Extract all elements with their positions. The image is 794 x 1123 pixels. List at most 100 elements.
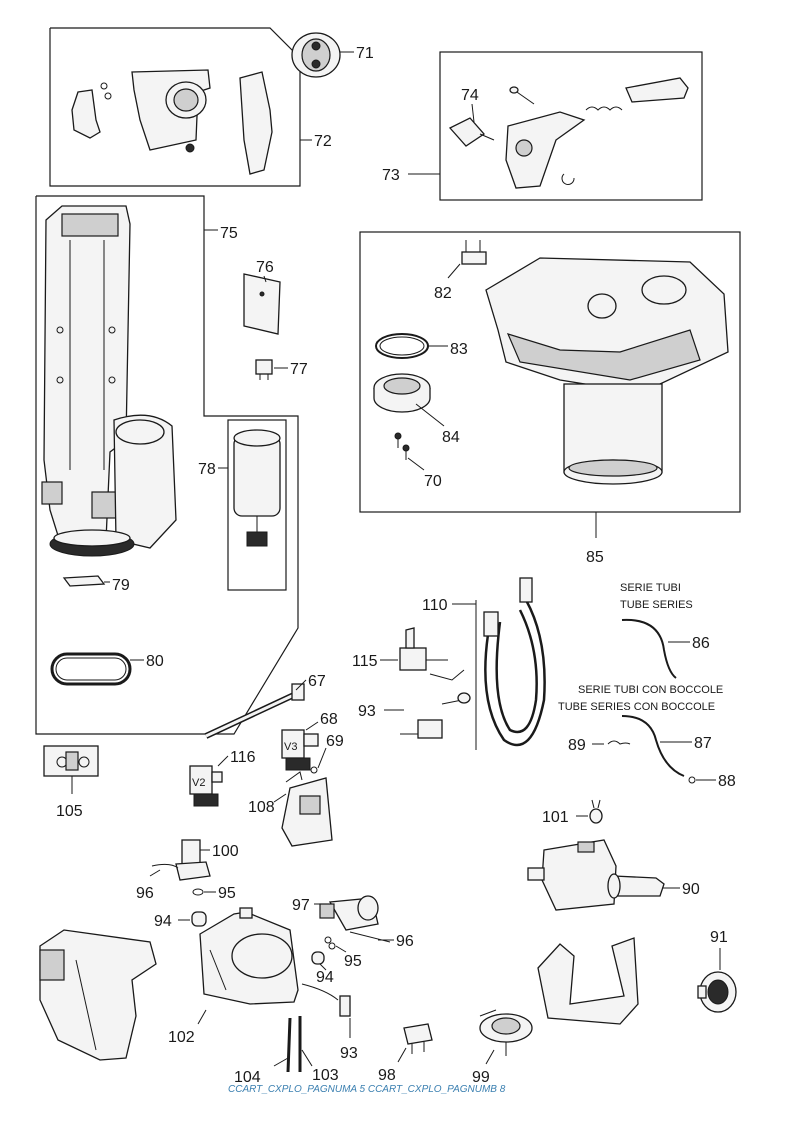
label-86: 86 xyxy=(692,635,710,652)
label-83: 83 xyxy=(450,341,468,358)
group-75-frame xyxy=(35,195,299,735)
hose-group-110 xyxy=(475,577,546,750)
valve-mark-v3: V3 xyxy=(284,741,297,753)
label-91: 91 xyxy=(710,929,728,946)
label-88: 88 xyxy=(718,773,736,790)
gasket-79 xyxy=(62,575,106,587)
side-bracket xyxy=(39,929,157,1061)
label-95a: 95 xyxy=(218,885,236,902)
label-87: 87 xyxy=(694,735,712,752)
tray-support xyxy=(537,937,639,1025)
flowmeter-99 xyxy=(479,1009,533,1056)
label-96a: 96 xyxy=(136,885,154,902)
label-95b: 95 xyxy=(344,953,362,970)
label-90: 90 xyxy=(682,881,700,898)
tube-87 xyxy=(621,715,685,777)
belt-80 xyxy=(50,652,132,686)
label-110: 110 xyxy=(422,597,448,614)
valve-68: V3 xyxy=(281,729,319,771)
bracket-105 xyxy=(43,745,99,777)
label-116: 116 xyxy=(230,749,256,766)
seals-95b xyxy=(324,936,336,950)
sensor-93b xyxy=(301,983,351,1017)
bracket-assembly-72 xyxy=(71,69,273,175)
label-105: 105 xyxy=(56,803,83,820)
label-73: 73 xyxy=(382,167,400,184)
label-79: 79 xyxy=(112,577,130,594)
label-70: 70 xyxy=(424,473,442,490)
label-84: 84 xyxy=(442,429,460,446)
clip-82 xyxy=(461,240,487,265)
knob-91 xyxy=(697,971,737,1013)
plate-76 xyxy=(243,273,281,335)
label-72: 72 xyxy=(314,133,332,150)
clip-96a xyxy=(151,863,179,869)
label-82: 82 xyxy=(434,285,452,302)
brew-group-85 xyxy=(485,257,729,485)
ring-69 xyxy=(310,766,318,774)
switch-115 xyxy=(399,627,465,681)
o-ring-83 xyxy=(375,333,429,359)
footer-page-ref: CCART_CXPLO_PAGNUMA 5 CCART_CXPLO_PAGNUM… xyxy=(228,1084,506,1095)
note-tube-series-en: TUBE SERIES xyxy=(620,599,693,611)
fuse-101 xyxy=(589,799,603,824)
screws-70 xyxy=(394,432,410,460)
lever-assembly-73 xyxy=(448,77,689,189)
filter-84 xyxy=(373,373,431,413)
label-68: 68 xyxy=(320,711,338,728)
label-102: 102 xyxy=(168,1029,195,1046)
bushing-88 xyxy=(688,776,696,784)
label-100: 100 xyxy=(212,843,239,860)
seal-95a xyxy=(192,888,204,896)
label-67: 67 xyxy=(308,673,326,690)
label-94b: 94 xyxy=(316,969,334,986)
label-74: 74 xyxy=(461,87,479,104)
boiler-102 xyxy=(199,907,299,1005)
rods-103-104 xyxy=(286,1016,302,1073)
note-tube-bushings-en: TUBE SERIES CON BOCCOLE xyxy=(558,701,715,713)
label-98: 98 xyxy=(378,1067,396,1084)
clip-89 xyxy=(607,740,631,745)
label-94a: 94 xyxy=(154,913,172,930)
label-75: 75 xyxy=(220,225,238,242)
cam-disc-71 xyxy=(291,32,341,78)
microswitch-77 xyxy=(255,359,273,380)
label-89: 89 xyxy=(568,737,586,754)
clip-96b xyxy=(349,931,391,943)
label-104: 104 xyxy=(234,1069,261,1086)
note-tube-bushings-it: SERIE TUBI CON BOCCOLE xyxy=(578,684,723,696)
group-78-frame xyxy=(227,419,287,591)
rod-67 xyxy=(204,683,305,739)
note-tube-series-it: SERIE TUBI xyxy=(620,582,681,594)
label-78: 78 xyxy=(198,461,216,478)
label-69: 69 xyxy=(326,733,344,750)
label-80: 80 xyxy=(146,653,164,670)
label-93a: 93 xyxy=(358,703,376,720)
label-77: 77 xyxy=(290,361,308,378)
label-96b: 96 xyxy=(396,933,414,950)
label-108: 108 xyxy=(248,799,275,816)
label-85: 85 xyxy=(586,549,604,566)
valve-mark-v2: V2 xyxy=(192,777,205,789)
pump-90 xyxy=(527,839,665,911)
group-73-frame xyxy=(439,51,703,201)
bracket-108 xyxy=(281,771,333,847)
valve-116: V2 xyxy=(189,765,223,807)
motor-78 xyxy=(233,429,281,547)
label-93b: 93 xyxy=(340,1045,358,1062)
label-115: 115 xyxy=(352,653,378,670)
tube-86 xyxy=(621,618,677,679)
label-76: 76 xyxy=(256,259,274,276)
label-99: 99 xyxy=(472,1069,490,1086)
group-72-frame xyxy=(49,27,301,187)
bushing-94a xyxy=(191,911,207,927)
label-103: 103 xyxy=(312,1067,339,1084)
connector-100 xyxy=(175,839,211,881)
group-85-frame xyxy=(359,231,741,513)
valve-97 xyxy=(319,895,379,931)
label-71: 71 xyxy=(356,45,374,62)
microswitch-98 xyxy=(403,1023,433,1054)
label-101: 101 xyxy=(542,809,569,826)
label-97: 97 xyxy=(292,897,310,914)
